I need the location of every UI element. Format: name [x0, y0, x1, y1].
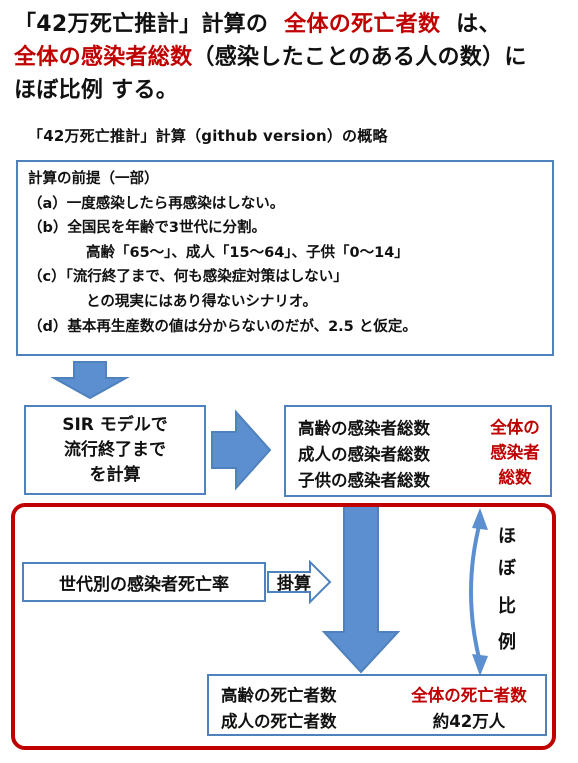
elderly-deaths: 高齢の死亡者数	[221, 686, 337, 705]
premise-title: 計算の前提（一部）	[28, 171, 159, 187]
child-infected: 子供の感染者総数	[298, 471, 430, 490]
premise-item-d: （d）基本再生産数の値は分からないのだが、2.5 と仮定。	[28, 318, 417, 335]
infected-totals-box: 高齢の感染者総数 成人の感染者総数 子供の感染者総数 全体の 感染者 総数	[284, 405, 552, 497]
elderly-infected: 高齢の感染者総数	[298, 419, 430, 438]
premise-item-c-detail: との現実にはあり得ないシナリオ。	[86, 293, 317, 310]
headline: 「42万死亡推計」計算の 全体の死亡者数 は、 全体の感染者総数（感染したことの…	[14, 8, 570, 107]
total-infected-highlight: 全体の感染者総数	[14, 45, 193, 70]
down-arrow-icon	[50, 361, 130, 400]
sir-line-1: SIR モデルで	[62, 414, 168, 435]
subtitle: 「42万死亡推計」計算（github version）の概略	[28, 127, 388, 145]
headline-line-1: 「42万死亡推計」計算の 全体の死亡者数 は、	[14, 12, 501, 37]
premise-item-a: （a）一度感染したら再感染はしない。	[28, 195, 285, 212]
premise-item-b: （b）全国民を年齢で3世代に分割。	[28, 220, 266, 237]
deaths-box: 高齢の死亡者数 成人の死亡者数 全体の死亡者数 約42万人	[207, 674, 547, 736]
age-fatality-rate-box: 世代別の感染者死亡率	[22, 562, 266, 602]
right-arrow-icon	[211, 409, 272, 491]
adult-deaths: 成人の死亡者数	[221, 712, 337, 731]
double-arrow-head-bottom	[472, 654, 488, 676]
double-arrow-head-top	[472, 508, 488, 530]
multiply-label: 掛算	[277, 574, 311, 594]
death-calculation-frame	[11, 503, 556, 750]
premise-item-c: （c）「流行終了まで、何も感染症対策はしない」	[28, 269, 348, 286]
double-arrow-icon	[469, 521, 482, 663]
multiply-arrow-icon	[267, 559, 332, 605]
sir-model-box: SIR モデルで 流行終了まで を計算	[24, 405, 206, 495]
premise-item-b-detail: 高齢「65～」、成人「15～64」、子供「0～14」	[86, 244, 409, 261]
total-deaths-highlight: 全体の死亡者数	[284, 12, 441, 37]
adult-infected: 成人の感染者総数	[298, 445, 430, 464]
premise-box: 計算の前提（一部） （a）一度感染したら再感染はしない。 （b）全国民を年齢で3…	[16, 160, 554, 356]
total-infected-label: 全体の 感染者 総数	[490, 418, 540, 487]
headline-line-3: ほぼ比例 する。	[14, 78, 179, 103]
sir-line-3: を計算	[89, 464, 141, 485]
big-down-arrow-icon	[321, 504, 401, 674]
total-deaths-value: 約42万人	[432, 712, 506, 731]
headline-line-2: 全体の感染者総数（感染したことのある人の数）に	[14, 45, 527, 70]
total-deaths-label: 全体の死亡者数	[411, 686, 527, 705]
sir-line-2: 流行終了まで	[63, 439, 166, 460]
